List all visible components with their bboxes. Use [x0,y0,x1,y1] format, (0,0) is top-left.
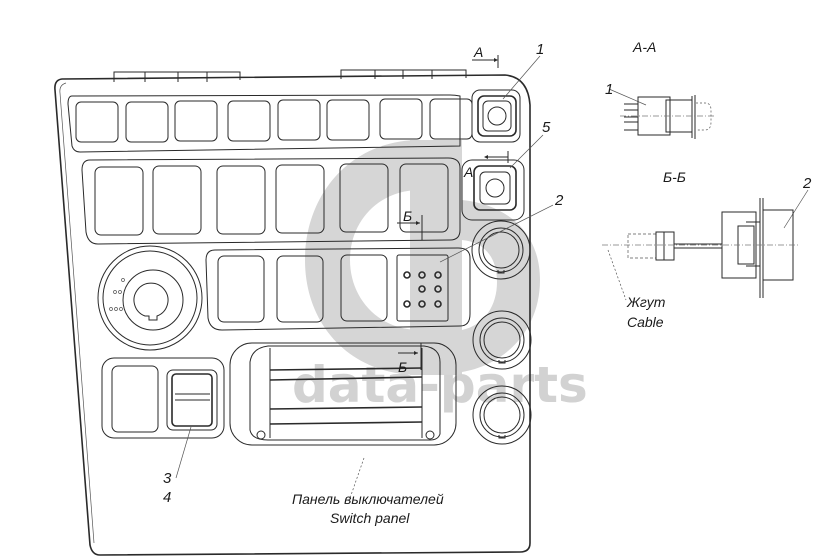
drawing-caption: Панель выключателей Switch panel [292,491,444,526]
round-socket-1[interactable] [471,220,531,280]
round-socket-3[interactable] [472,385,532,445]
switch-blank [276,255,324,323]
section-marks: А А Б Б [397,44,509,375]
callout-2: 2 [554,192,564,209]
rocker-switch-group [101,357,225,439]
row1-switch-group [67,89,521,153]
section-aa-title: А-А [632,39,656,55]
switch-blank [379,98,423,140]
switch-blank [125,101,169,143]
section-view-aa: А-А 1 [605,39,716,139]
key-slot [133,282,169,321]
section-mark-a-top: А [473,44,483,60]
round-socket-2[interactable] [472,310,532,370]
watermark-logo-bowl [462,200,540,372]
callout-3: 3 [163,470,172,487]
ignition-switch[interactable] [97,245,203,351]
switch-blank [94,166,144,236]
row1-switch-blanks [75,98,473,143]
pushbutton-cap [485,178,505,198]
pushbutton-switch-1[interactable] [471,89,521,143]
section-mark-a-side: А [463,164,473,180]
watermark-logo-stem [410,140,462,375]
cable-label-en: Cable [627,314,664,330]
row3-switch-group [205,247,471,331]
connector-pins [403,271,442,308]
pushbutton-switch-5[interactable] [461,159,525,221]
callout-1: 1 [536,41,544,58]
switch-blank [277,99,321,141]
switch-blank [399,163,449,233]
switch-blank [217,255,265,323]
section-view-bb: Б-Б 2 Жгут Cable [602,169,812,330]
storage-tray [229,342,457,446]
switch-blank [429,98,473,140]
cable-label-ru: Жгут [626,294,666,310]
section-bb-callout: 2 [802,175,812,192]
pushbutton-cap [487,106,507,126]
rocker-switch-3[interactable] [166,369,218,431]
callout-4: 4 [163,489,171,506]
switch-blank [340,254,388,322]
switch-blank [326,99,370,141]
section-aa-callout: 1 [605,81,613,98]
row2-switch-group [81,157,525,245]
switch-blank [174,100,218,142]
switch-blank [152,165,202,235]
callout-5: 5 [542,119,551,136]
switch-blank [227,100,271,142]
switch-blank [111,365,159,433]
switch-blank [216,165,266,235]
caption-en: Switch panel [330,510,410,526]
switch-blank [275,164,325,234]
switch-blank [75,101,119,143]
switch-blank [339,163,389,233]
section-mark-b-top: Б [403,208,412,224]
panel-top-tabs [113,69,467,82]
callouts: 1 5 2 3 4 [163,41,564,506]
diagnostic-connector-2[interactable] [396,254,449,322]
watermark: data-parts [292,140,588,414]
panel-body [54,74,531,556]
caption-ru: Панель выключателей [292,491,444,507]
section-mark-b-bottom: Б [398,359,407,375]
watermark-logo [305,140,420,375]
section-bb-title: Б-Б [663,169,686,185]
